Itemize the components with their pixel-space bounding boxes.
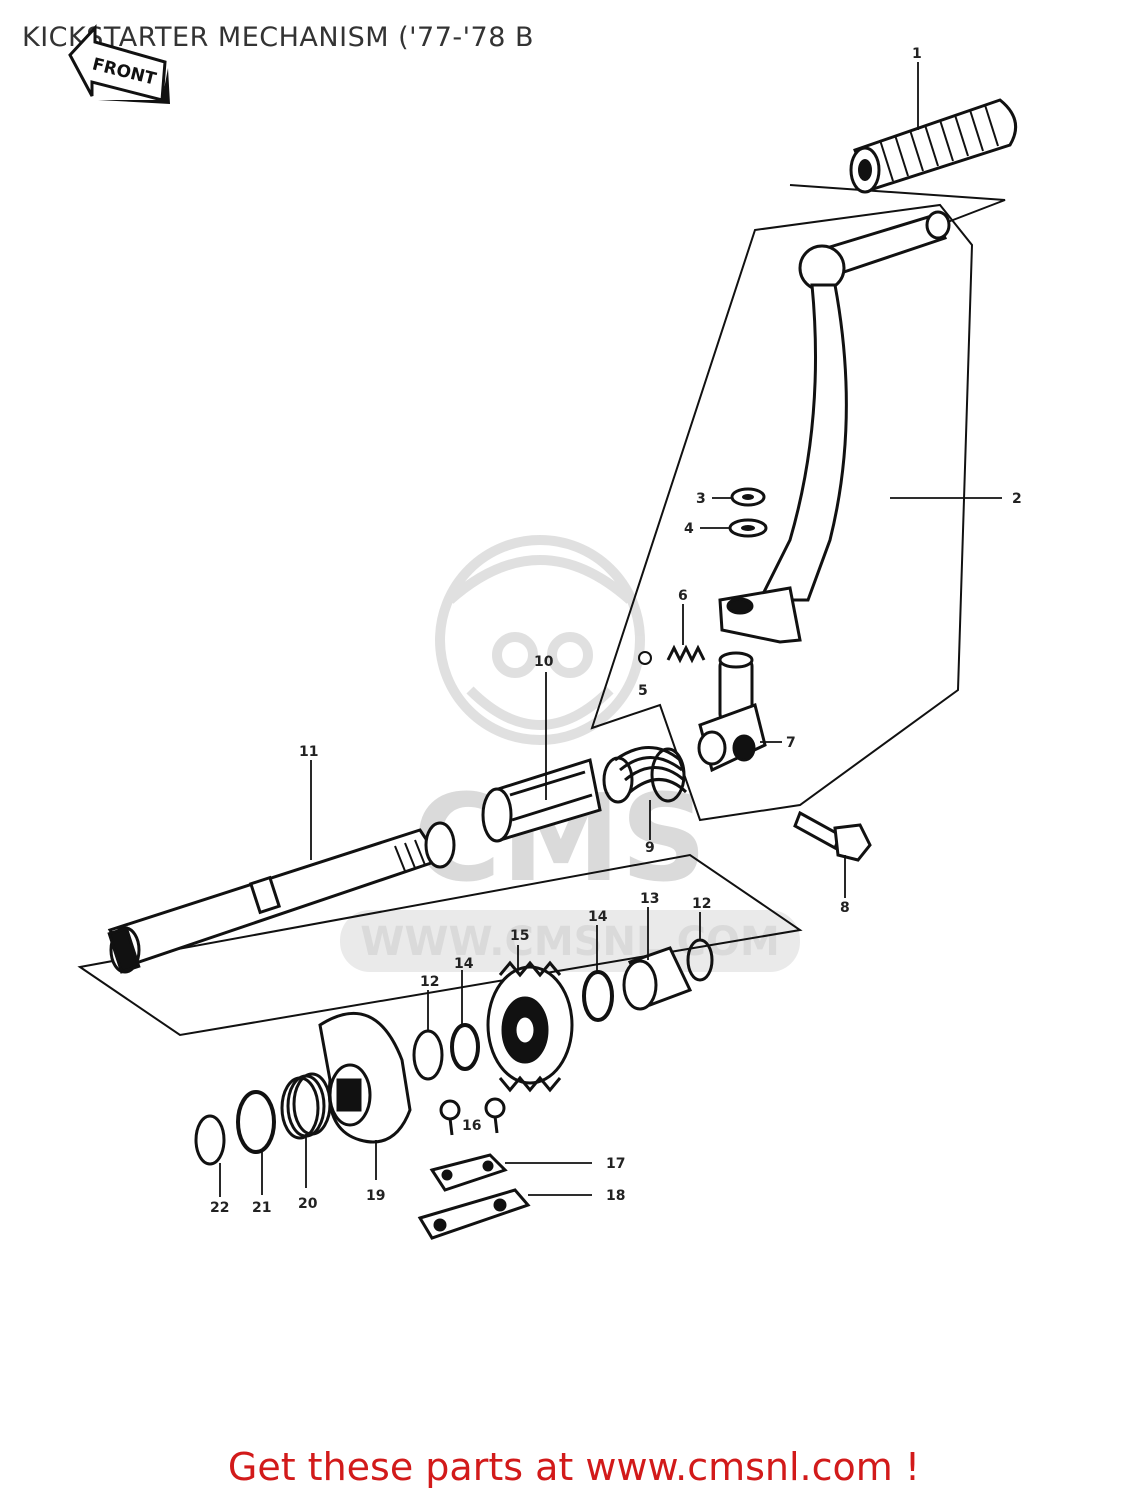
callout-5: 5 <box>638 683 648 699</box>
part-14-washer-b <box>582 970 614 1022</box>
callout-9: 9 <box>645 840 655 856</box>
callout-13: 13 <box>640 891 659 907</box>
part-14-washer-a <box>450 1023 480 1071</box>
part-10-sleeve <box>481 758 602 843</box>
part-2-kick-arm <box>718 210 951 644</box>
callout-21: 21 <box>252 1200 271 1216</box>
part-20-spring <box>280 1072 332 1140</box>
callout-2: 2 <box>1012 491 1022 507</box>
part-13-collar <box>622 946 693 1011</box>
part-8-bolt <box>793 810 872 862</box>
callout-18: 18 <box>606 1188 625 1204</box>
part-3-nut <box>730 487 766 507</box>
callout-7: 7 <box>786 735 796 751</box>
front-arrow: FRONT <box>68 24 170 104</box>
part-9-return-spring <box>602 746 688 804</box>
part-17-plate <box>429 1153 508 1192</box>
part-22-circlip <box>194 1114 226 1166</box>
part-1-grip <box>849 98 1018 194</box>
callout-labels: 1 2 3 4 5 6 7 8 9 10 11 12 12 13 14 14 1… <box>210 46 1022 1216</box>
callout-22: 22 <box>210 1200 229 1216</box>
leader-lines <box>219 62 1002 1197</box>
part-18-plate <box>417 1188 531 1240</box>
callout-16: 16 <box>462 1118 481 1134</box>
watermark-url: WWW.CMSNL.COM <box>360 919 780 965</box>
callout-11: 11 <box>299 744 318 760</box>
callout-17: 17 <box>606 1156 625 1172</box>
callout-19: 19 <box>366 1188 385 1204</box>
part-16-screws <box>439 1097 506 1136</box>
callout-10: 10 <box>534 654 554 670</box>
part-15-gear <box>486 960 574 1093</box>
footer-link[interactable]: Get these parts at www.cmsnl.com ! <box>227 1445 921 1489</box>
part-11-shaft <box>107 821 456 974</box>
part-5-ball <box>638 651 652 665</box>
callout-6: 6 <box>678 588 688 604</box>
callout-12b: 12 <box>692 896 711 912</box>
callout-14a: 14 <box>454 956 474 972</box>
part-21-washer <box>236 1090 276 1154</box>
part-4-washer <box>728 518 768 538</box>
callout-12a: 12 <box>420 974 439 990</box>
part-7-boss <box>697 651 767 773</box>
part-6-spring <box>666 644 706 664</box>
callout-20: 20 <box>298 1196 318 1212</box>
callout-8: 8 <box>840 900 850 916</box>
callout-3: 3 <box>696 491 706 507</box>
part-12-circlip-a <box>412 1029 444 1081</box>
callout-1: 1 <box>912 46 922 62</box>
callout-4: 4 <box>684 521 694 537</box>
part-19-ratchet <box>318 1011 412 1144</box>
callout-15: 15 <box>510 928 529 944</box>
callout-14b: 14 <box>588 909 608 925</box>
